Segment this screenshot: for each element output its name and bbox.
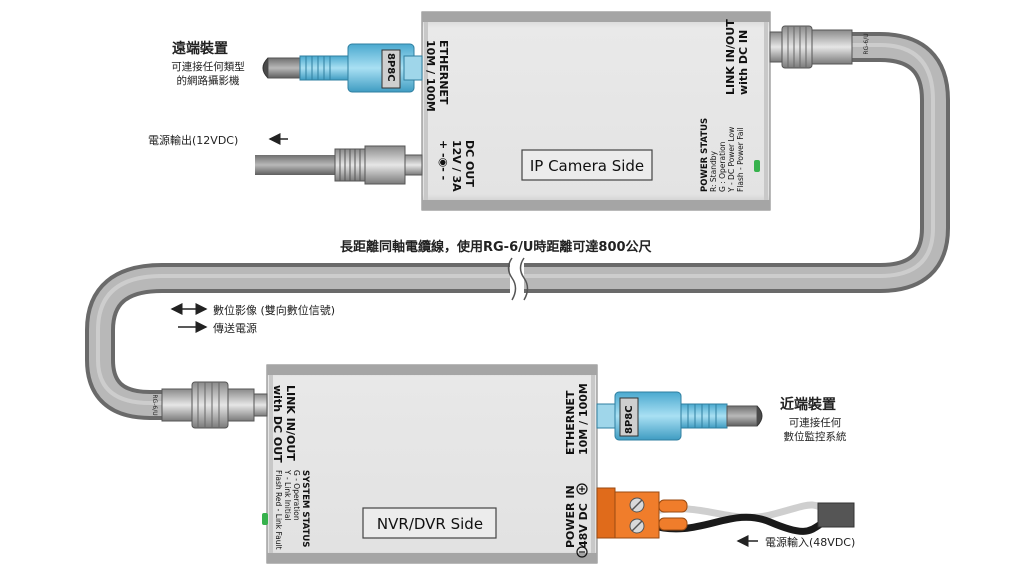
ip-cable-tag: RG-6/U xyxy=(863,33,870,54)
ip-camera-unit: IP Camera Side ETHERNET 10M / 100M DC OU… xyxy=(421,11,771,211)
plus-icon xyxy=(576,483,588,495)
remote-device-desc-2: 的網路攝影機 xyxy=(176,75,240,87)
cable-caption: 長距離同軸電纜線，使用RG-6/U時距離可達800公尺 xyxy=(340,240,652,255)
nvr-power-rating: 48V DC xyxy=(577,503,590,548)
ip-link-sub: with DC IN xyxy=(737,30,750,95)
power-output-label: 電源輸出(12VDC) xyxy=(148,134,239,147)
nvr-status-3: Flash Red - Link Fault xyxy=(274,470,283,550)
nvr-status-1: G - Operation xyxy=(292,470,301,521)
ip-link-label: LINK IN/OUT xyxy=(724,19,737,95)
nvr-dvr-unit: NVR/DVR Side LINK IN/OUT with DC OUT SYS… xyxy=(262,364,598,564)
ip-ethernet-speed: 10M / 100M xyxy=(424,40,437,112)
power-terminal-block xyxy=(596,487,855,539)
ip-ethernet-label: ETHERNET xyxy=(437,40,450,105)
nvr-link-label: LINK IN/OUT xyxy=(284,385,297,461)
local-device-title: 近端裝置 xyxy=(780,397,836,413)
nvr-status-2: Y - Link Initial xyxy=(283,469,292,521)
coax-cable xyxy=(85,32,950,420)
nvr-ethernet-label: ETHERNET xyxy=(564,390,577,455)
nvr-link-sub: with DC OUT xyxy=(271,385,284,463)
power-transfer-label: 傳送電源 xyxy=(213,322,257,335)
nvr-bnc-connector: RG-6/U xyxy=(151,381,268,429)
power-input-label: 電源輸入(48VDC) xyxy=(765,536,856,549)
nvr-ethernet-speed: 10M / 100M xyxy=(577,383,590,455)
nvr-status-led xyxy=(262,513,268,525)
ip-rj45-tag: 8P8C xyxy=(385,53,396,82)
nvr-status-title: SYSTEM STATUS xyxy=(300,470,310,547)
bidirectional-signal-label: 數位影像 (雙向數位信號) xyxy=(213,304,336,317)
ip-bnc-connector: RG-6/U xyxy=(769,25,870,69)
nvr-rj45-plug: 8P8C xyxy=(596,391,763,441)
ip-status-4: Flash - Power Fail xyxy=(736,127,745,192)
nvr-power-label: POWER IN xyxy=(564,485,577,548)
ip-status-1: R: Standby xyxy=(709,151,718,192)
minus-icon xyxy=(576,546,588,558)
ip-unit-name: IP Camera Side xyxy=(530,157,644,175)
cable-break-mark xyxy=(507,257,529,301)
ip-dcout-label: DC OUT xyxy=(463,140,476,187)
ip-status-led xyxy=(754,160,760,172)
nvr-rj45-tag: 8P8C xyxy=(624,405,635,434)
ip-status-title: POWER STATUS xyxy=(700,118,710,192)
ip-dcout-rating: 12V / 3A xyxy=(450,140,463,192)
ip-rj45-plug: 8P8C xyxy=(262,43,423,93)
nvr-unit-name: NVR/DVR Side xyxy=(377,515,483,533)
ip-status-2: G : Operation xyxy=(718,141,727,192)
ip-dc-plug xyxy=(255,145,423,185)
remote-device-title: 遠端裝置 xyxy=(172,41,228,57)
local-device-desc-2: 數位監控系統 xyxy=(783,431,847,443)
ip-dcout-polarity: + -◉- - xyxy=(437,140,450,180)
remote-device-desc-1: 可連接任何類型 xyxy=(171,61,245,73)
ip-status-3: Y - DC Power Low xyxy=(727,127,736,193)
nvr-cable-tag: RG-6/U xyxy=(151,394,158,415)
local-device-desc-1: 可連接任何 xyxy=(788,417,842,429)
